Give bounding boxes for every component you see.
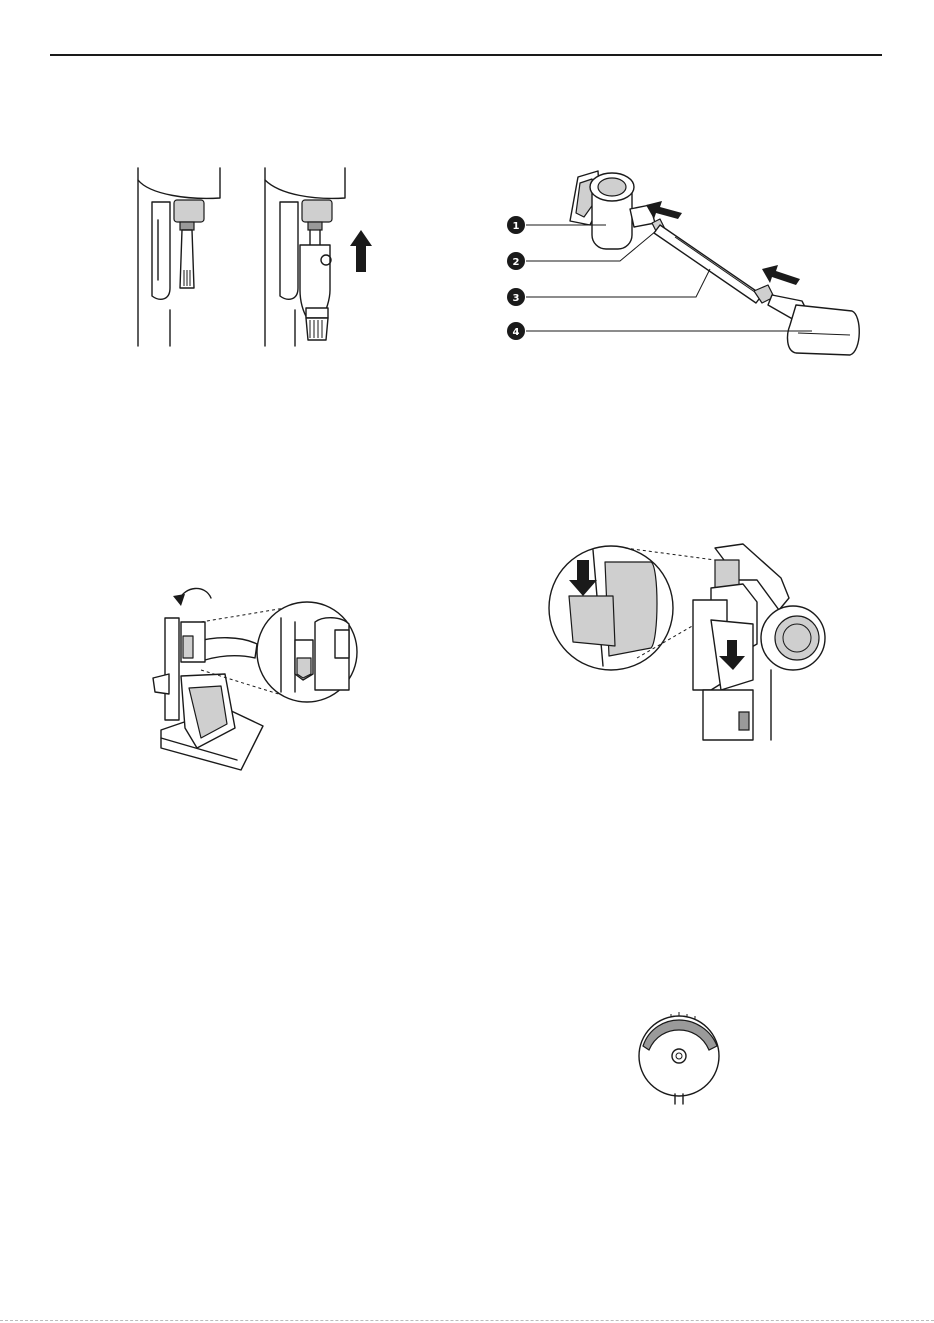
assembly-illustration: 1 2 3 4 bbox=[500, 165, 880, 370]
callout-1: 1 bbox=[507, 216, 525, 234]
figure-tool-removal bbox=[130, 160, 390, 350]
svg-text:2: 2 bbox=[513, 257, 520, 268]
callout-3: 3 bbox=[507, 288, 525, 306]
footer-rule bbox=[0, 1320, 934, 1321]
svg-text:1: 1 bbox=[513, 221, 520, 232]
callout-2: 2 bbox=[507, 252, 525, 270]
dust-bin-illustration bbox=[543, 540, 833, 745]
tool-removal-illustration bbox=[130, 160, 390, 350]
svg-text:3: 3 bbox=[513, 293, 520, 304]
callout-4: 4 bbox=[507, 322, 525, 340]
stand-mount-illustration bbox=[145, 578, 360, 778]
figure-dust-bin bbox=[543, 540, 833, 745]
brush-roller-illustration bbox=[635, 1010, 725, 1105]
figure-brush-roller bbox=[635, 1010, 725, 1105]
svg-text:4: 4 bbox=[513, 327, 520, 338]
header-rule bbox=[50, 54, 882, 56]
figure-stand-mount bbox=[145, 578, 360, 778]
figure-assembly: 1 2 3 4 bbox=[500, 165, 880, 370]
